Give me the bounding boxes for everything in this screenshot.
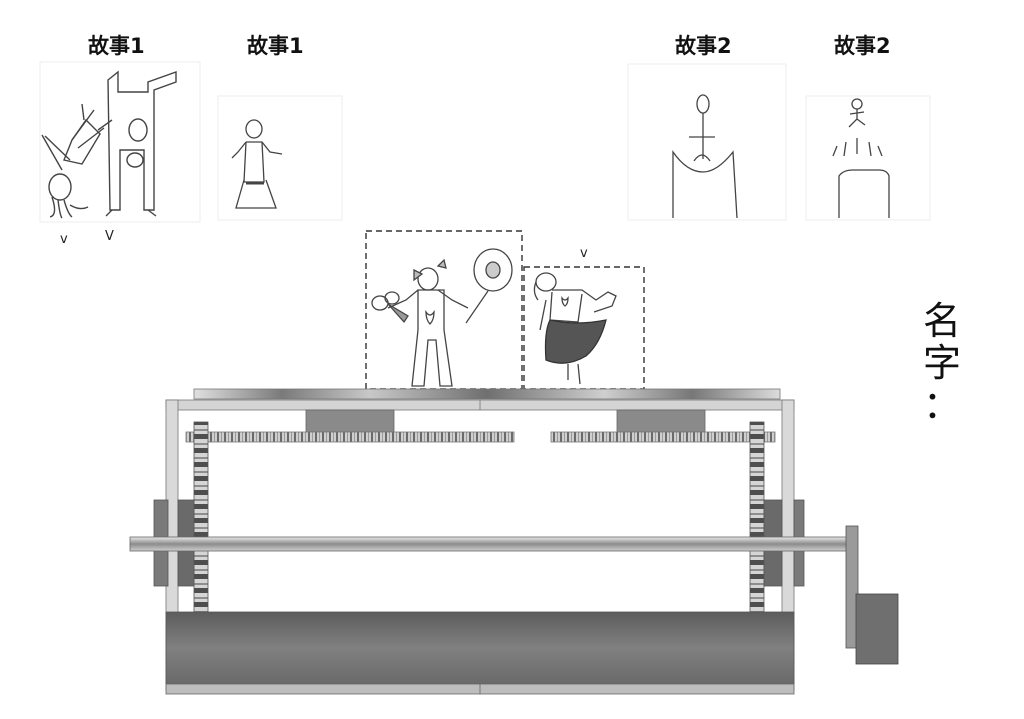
sketch-panel-2: [217, 95, 343, 221]
figure-box-right: [523, 266, 645, 390]
sketch-panel-3: [627, 63, 787, 221]
sketch-panel-1: [39, 61, 201, 223]
story-label-2b: 故事2: [834, 34, 891, 58]
check-mark-3: v: [580, 246, 588, 261]
story-label-2a: 故事2: [675, 34, 732, 58]
name-label: 名 字 ：: [920, 300, 964, 426]
story-label-1a: 故事1: [88, 34, 145, 58]
figure-box-left: [365, 230, 523, 390]
name-colon: ：: [922, 383, 961, 427]
check-mark-1: v: [60, 232, 68, 247]
check-mark-2: V: [105, 229, 114, 244]
name-char-1: 名: [922, 299, 961, 343]
name-char-2: 字: [922, 341, 961, 385]
sketch-panel-4: [805, 95, 931, 221]
mechanism: [129, 388, 899, 695]
story-label-1b: 故事1: [247, 34, 304, 58]
